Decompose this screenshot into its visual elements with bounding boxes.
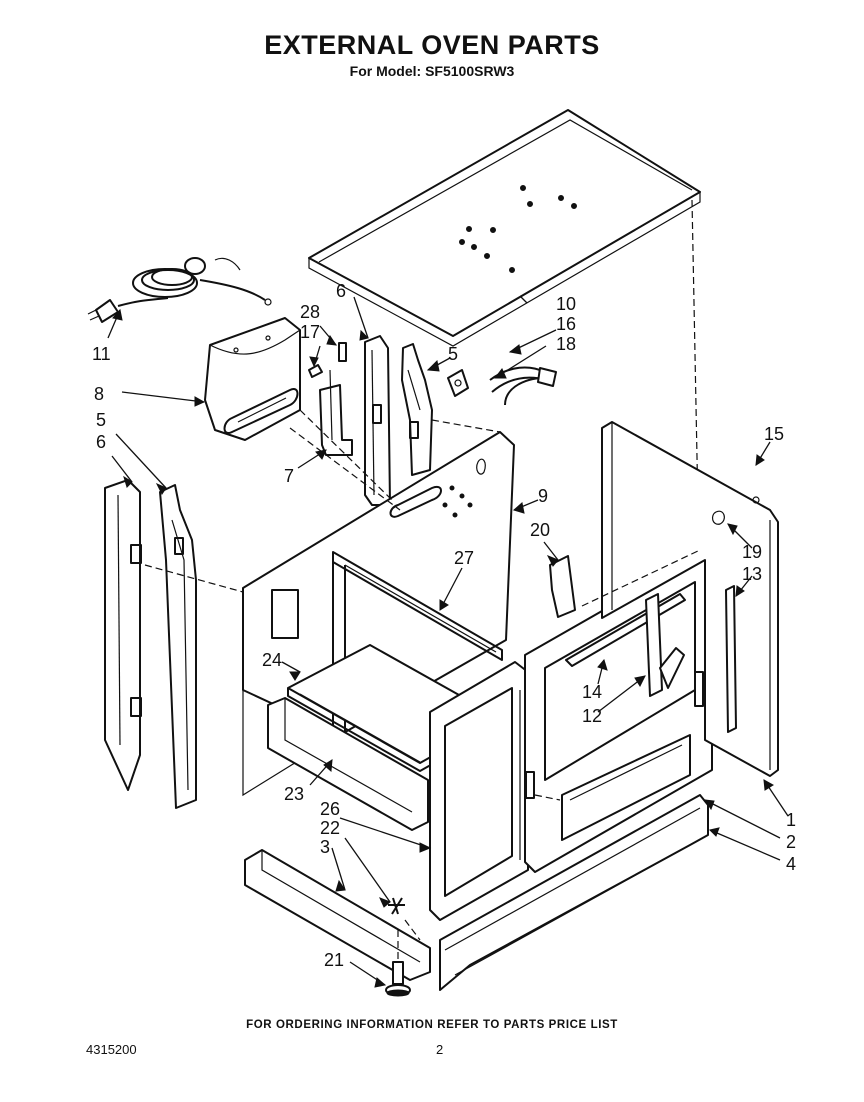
- side-bracket: [549, 555, 576, 618]
- callout-13: 13: [742, 564, 762, 584]
- rear-brace-left: [364, 335, 391, 506]
- callout-23: 23: [284, 784, 304, 804]
- callout-24: 24: [262, 650, 282, 670]
- callout-5-top: 5: [448, 344, 458, 364]
- leg-clip: [388, 897, 405, 915]
- callout-22: 22: [320, 818, 340, 838]
- front-frame: [429, 661, 529, 921]
- top-panel: [308, 109, 701, 347]
- page-number: 2: [436, 1042, 444, 1057]
- rear-brace-right: [401, 343, 433, 476]
- callout-10: 10: [556, 294, 576, 314]
- wire-harness: [489, 366, 557, 406]
- callout-6-top: 6: [336, 281, 346, 301]
- ordering-note: FOR ORDERING INFORMATION REFER TO PARTS …: [246, 1019, 618, 1031]
- callout-9: 9: [538, 486, 548, 506]
- callout-17: 17: [300, 322, 320, 342]
- exploded-parts-diagram: 11 8 5 6 7 6 28 17 5 10 16 18 9 20 27 24…: [87, 109, 796, 997]
- callout-19: 19: [742, 542, 762, 562]
- callout-15: 15: [764, 424, 784, 444]
- rear-wall: [242, 431, 515, 797]
- back-cover: [204, 317, 301, 441]
- callout-12: 12: [582, 706, 602, 726]
- callout-5-left: 5: [96, 410, 106, 430]
- document-number: 4315200: [86, 1042, 137, 1057]
- leveling-leg: [385, 961, 411, 997]
- page-title: EXTERNAL OVEN PARTS: [264, 30, 600, 60]
- hinge-receiver: [645, 593, 685, 697]
- callout-14: 14: [582, 682, 602, 702]
- small-clip: [338, 342, 347, 362]
- callout-11: 11: [92, 344, 111, 364]
- outer-side-panel: [601, 421, 779, 777]
- callout-27: 27: [454, 548, 474, 568]
- terminal-block: [447, 369, 469, 397]
- callout-18: 18: [556, 334, 576, 354]
- callout-16: 16: [556, 314, 576, 334]
- callout-7: 7: [284, 466, 294, 486]
- power-cord: [87, 257, 272, 323]
- callout-28: 28: [300, 302, 320, 322]
- callout-4: 4: [786, 854, 796, 874]
- plug-button: [308, 364, 323, 378]
- side-brace-right: [159, 484, 197, 809]
- callout-8: 8: [94, 384, 104, 404]
- callout-20: 20: [530, 520, 550, 540]
- bottom-front-rail: [439, 794, 709, 991]
- bottom-side-rail: [244, 849, 431, 981]
- lower-channel: [267, 697, 429, 831]
- model-subtitle: For Model: SF5100SRW3: [349, 63, 515, 79]
- callout-2: 2: [786, 832, 796, 852]
- callout-6-left: 6: [96, 432, 106, 452]
- side-brace-left: [104, 479, 142, 791]
- callout-21: 21: [324, 950, 344, 970]
- callout-3: 3: [320, 837, 330, 857]
- vent-bracket: [319, 369, 353, 456]
- callout-26: 26: [320, 799, 340, 819]
- callout-1: 1: [786, 810, 796, 830]
